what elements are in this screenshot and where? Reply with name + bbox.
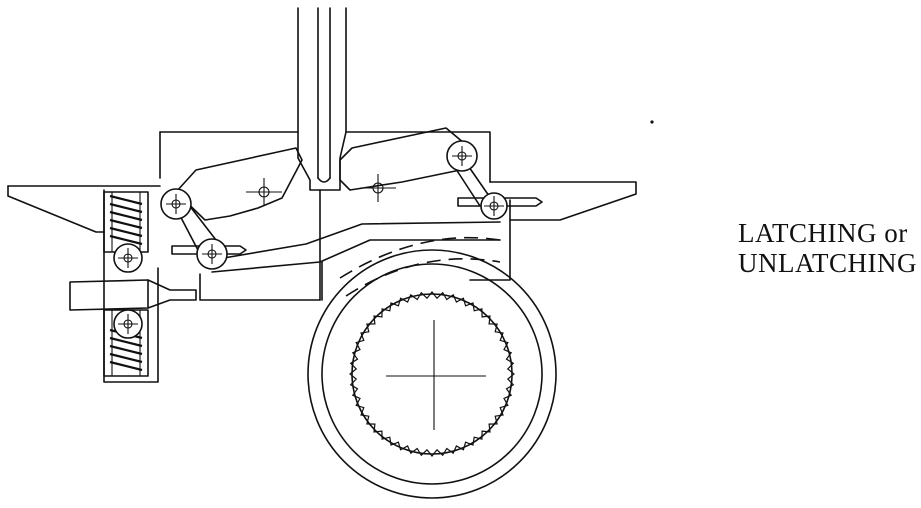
center-mark [360, 174, 396, 202]
connecting-link [199, 221, 501, 301]
caption-line-1: LATCHING or [738, 218, 908, 248]
dot-mark [650, 120, 654, 124]
pivot-pin [160, 188, 192, 220]
latch-arm-left [175, 147, 303, 255]
diagram-caption: LATCHING or UNLATCHING [738, 218, 917, 278]
housing-plate [159, 131, 491, 301]
center-mark [246, 178, 282, 206]
latch-bolt [69, 279, 197, 311]
toothed-gear [307, 249, 557, 499]
caption-line-2: UNLATCHING [738, 248, 917, 278]
slider-bars [171, 197, 543, 255]
pivot-pin [113, 309, 143, 339]
pivot-pin [113, 243, 143, 273]
pivot-pin [480, 192, 508, 220]
vertical-shaft [297, 7, 347, 183]
right-bracket [469, 181, 637, 281]
spring-coil [103, 191, 149, 253]
pivot-pin [446, 140, 478, 172]
gear-teeth [349, 291, 515, 457]
pivot-pin [196, 238, 228, 270]
